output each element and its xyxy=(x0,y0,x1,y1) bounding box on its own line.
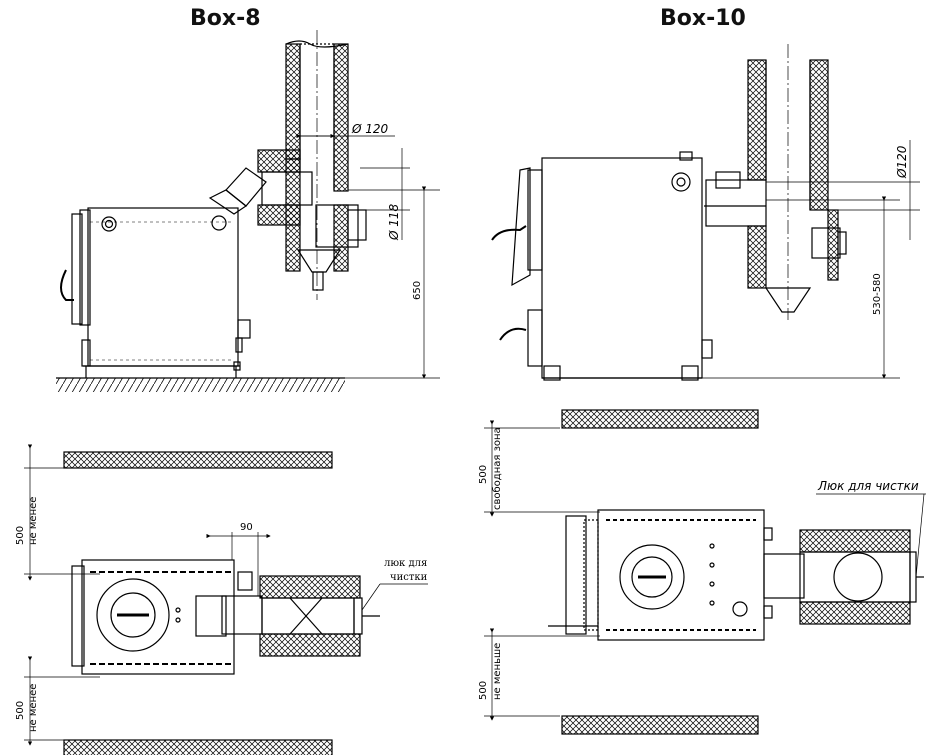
box10-side-view xyxy=(491,44,920,381)
box8-hatch-label-line2: чистки xyxy=(390,572,428,583)
box8-clearance-bottom-value: 500 xyxy=(15,701,26,720)
box10-dia120-label: Ø120 xyxy=(895,145,909,179)
title-box8: Box-8 xyxy=(190,6,261,31)
box8-height-650-label: 650 xyxy=(412,281,423,300)
box8-side-view xyxy=(56,30,440,392)
box8-clearance-top-value: 500 xyxy=(15,526,26,545)
box8-clearance-bottom-note: не менее xyxy=(28,684,39,732)
box10-hatch-label: Люк для чистки xyxy=(817,479,919,493)
box10-clearance-bottom-note: не меньше xyxy=(492,643,503,700)
box8-hatch-label-line1: люк для xyxy=(384,558,427,569)
box8-dia120-label: Ø 120 xyxy=(351,122,389,136)
box10-clearance-bottom-value: 500 xyxy=(478,681,489,700)
box10-clearance-top-value: 500 xyxy=(478,465,489,484)
box8-chimney-wall-left xyxy=(285,43,301,160)
box10-clearance-top-note: свободная зона xyxy=(492,427,503,510)
box8-gap-90-label: 90 xyxy=(240,522,253,533)
box8-dia118-label: Ø 118 xyxy=(387,203,401,241)
box8-clearance-top-note: не менее xyxy=(28,497,39,545)
box10-height-range-label: 530-580 xyxy=(872,273,883,315)
box8-chimney-wall-right xyxy=(333,43,349,192)
box10-top-view xyxy=(484,409,926,735)
box8-top-view xyxy=(24,444,428,755)
title-box10: Box-10 xyxy=(660,6,746,31)
